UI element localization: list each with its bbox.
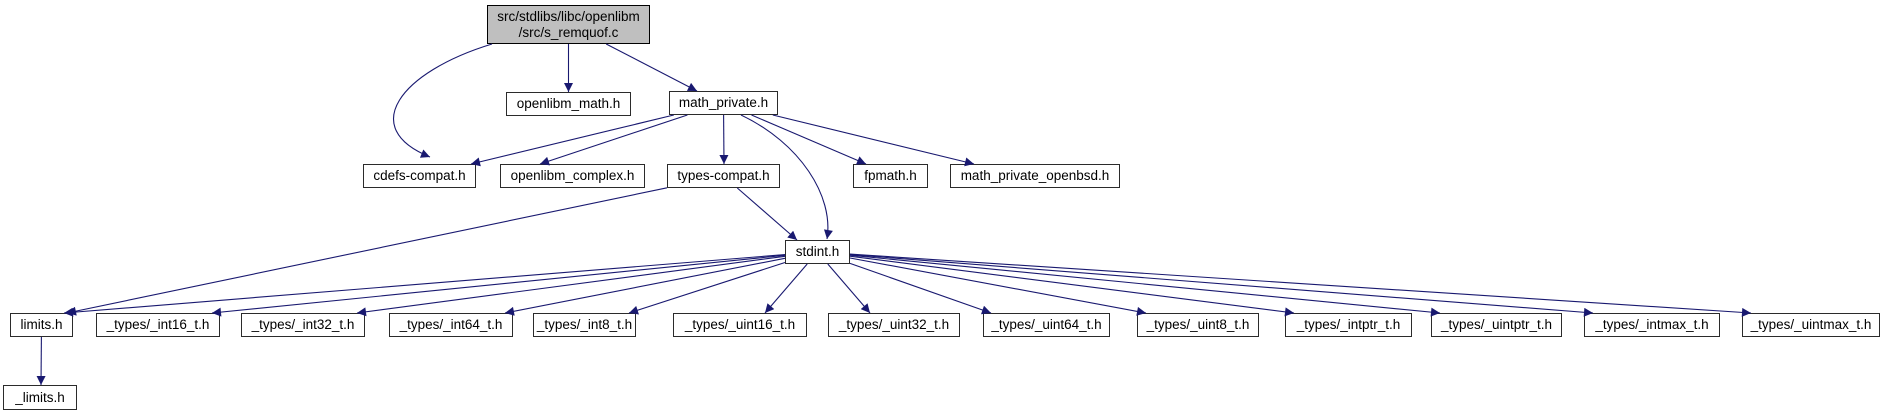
node-label: _types/_uintptr_t.h [1440,317,1553,332]
node-int8-t-h[interactable]: _types/_int8_t.h [533,313,636,337]
node-intptr-t-h[interactable]: _types/_intptr_t.h [1285,313,1412,337]
edge-stdint-h-to-int16-t-h [211,254,786,317]
edge-types-compat-h-to-stdint-h [736,187,798,241]
node-openlibm-complex-h[interactable]: openlibm_complex.h [500,164,645,188]
node-label: _types/_int64_t.h [399,317,503,332]
node-types-compat-h[interactable]: types-compat.h [667,164,780,188]
edge-stdint-h-to-intptr-t-h [849,255,1295,317]
node-label: types-compat.h [677,168,770,183]
node-label: math_private.h [678,95,769,110]
node-label: math_private_openbsd.h [960,168,1110,183]
node-uintmax-t-h[interactable]: _types/_uintmax_t.h [1742,313,1880,337]
edge-stdint-h-to-uintmax-t-h [849,253,1752,317]
node-label: _types/_int32_t.h [251,317,355,332]
node-uint32-t-h[interactable]: _types/_uint32_t.h [828,313,960,337]
edge-stdint-h-to-uint64-t-h [849,262,992,315]
node-label: src/stdlibs/libc/openlibm /src/s_remquof… [497,8,640,40]
edge-stdint-h-to-int32-t-h [356,255,786,317]
node-label: _types/_uint8_t.h [1146,317,1250,332]
node-limits-h[interactable]: limits.h [10,313,73,337]
edge-stdint-h-to-limits-h [63,254,786,317]
node-uintptr-t-h[interactable]: _types/_uintptr_t.h [1431,313,1562,337]
edge-math-private-h-to-math-private-openbsd-h [772,114,975,167]
edge-math-private-h-to-fpmath-h [751,114,867,165]
edge-stdint-h-to-uint32-t-h [827,263,871,314]
node-label: openlibm_complex.h [510,168,635,183]
node-root[interactable]: src/stdlibs/libc/openlibm /src/s_remquof… [487,5,650,44]
node-intmax-t-h[interactable]: _types/_intmax_t.h [1584,313,1720,337]
edge-root-to-cdefs-compat-h [393,43,493,158]
node-label: _types/_intmax_t.h [1595,317,1709,332]
node-uint8-t-h[interactable]: _types/_uint8_t.h [1137,313,1259,337]
node-label: _types/_int8_t.h [536,317,633,332]
node-fpmath-h[interactable]: fpmath.h [853,164,928,188]
node-stdint-h[interactable]: stdint.h [785,240,850,264]
node-int32-t-h[interactable]: _types/_int32_t.h [241,313,365,337]
edge-math-private-h-to-openlibm-complex-h [539,114,688,166]
edge-stdint-h-to-int64-t-h [504,257,786,316]
node-label: _types/_uintmax_t.h [1750,317,1872,332]
edge-stdint-h-to-uintptr-t-h [849,254,1441,317]
node--limits-h[interactable]: _limits.h [3,385,77,410]
node-label: _types/_intptr_t.h [1296,317,1401,332]
node-math-private-h[interactable]: math_private.h [669,91,778,115]
node-label: limits.h [20,317,63,332]
node-label: _types/_uint64_t.h [991,317,1102,332]
node-label: _types/_uint32_t.h [838,317,950,332]
edge-types-compat-h-to-limits-h [66,187,668,316]
edge-math-private-h-to-cdefs-compat-h [470,114,674,167]
node-label: fpmath.h [864,168,917,183]
node-label: cdefs-compat.h [373,168,466,183]
node-math-private-openbsd-h[interactable]: math_private_openbsd.h [950,164,1120,188]
node-label: openlibm_math.h [516,96,621,111]
node-cdefs-compat-h[interactable]: cdefs-compat.h [363,164,476,188]
edge-stdint-h-to-int8-t-h [628,261,786,315]
node-label: _types/_int16_t.h [106,317,210,332]
node-label: _types/_uint16_t.h [684,317,796,332]
node-int64-t-h[interactable]: _types/_int64_t.h [389,313,513,337]
edge-stdint-h-to-uint16-t-h [764,263,808,314]
node-int16-t-h[interactable]: _types/_int16_t.h [96,313,220,337]
edge-stdint-h-to-intmax-t-h [849,254,1594,317]
node-openlibm-math-h[interactable]: openlibm_math.h [506,92,631,116]
node-label: _limits.h [15,389,65,405]
edge-stdint-h-to-uint8-t-h [849,257,1147,316]
node-uint64-t-h[interactable]: _types/_uint64_t.h [983,313,1110,337]
node-uint16-t-h[interactable]: _types/_uint16_t.h [673,313,807,337]
edge-root-to-math-private-h [605,43,698,92]
node-label: stdint.h [795,244,840,259]
